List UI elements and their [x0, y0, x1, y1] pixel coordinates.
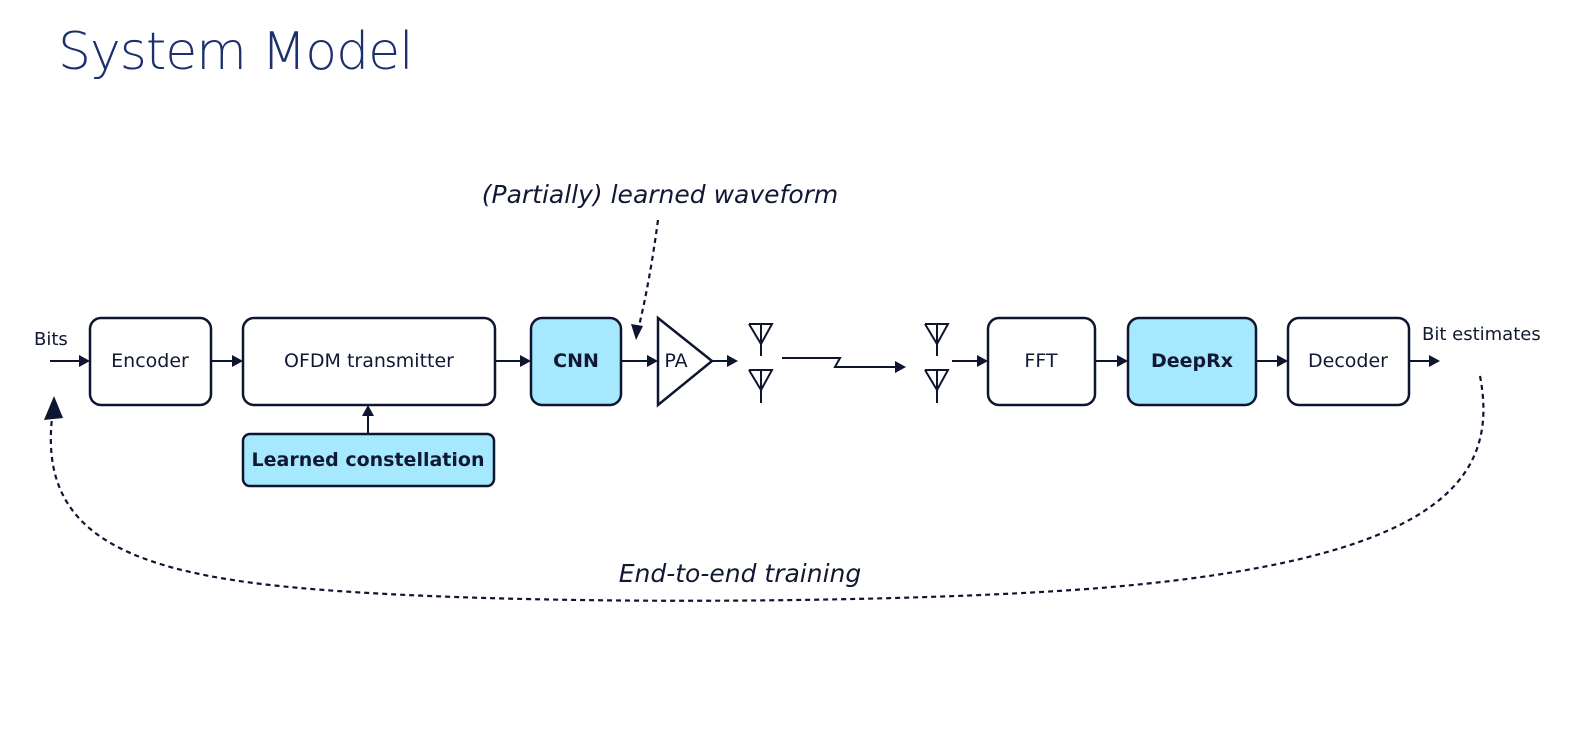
deeprx-block: DeepRx: [1126, 316, 1258, 407]
fft-label: FFT: [1024, 350, 1058, 372]
deeprx-label: DeepRx: [1151, 350, 1233, 372]
cnn-label: CNN: [553, 350, 599, 372]
ofdm-transmitter-label: OFDM transmitter: [284, 350, 454, 372]
encoder-block: Encoder: [88, 316, 213, 407]
waveform-annotation: (Partially) learned waveform: [482, 180, 839, 209]
learned-constellation-block: Learned constellation: [241, 432, 496, 488]
fft-block: FFT: [986, 316, 1097, 407]
bits-label: Bits: [34, 329, 68, 350]
waveform-pointer-arrow: [631, 219, 660, 340]
ofdm-transmitter-block: OFDM transmitter: [241, 316, 497, 407]
training-loop-arrow: [44, 375, 1485, 602]
decoder-label: Decoder: [1308, 350, 1388, 372]
decoder-block: Decoder: [1286, 316, 1411, 407]
pa-amplifier: PA: [656, 315, 714, 408]
wireless-channel: [782, 357, 906, 373]
encoder-label: Encoder: [111, 350, 189, 372]
cnn-block: CNN: [529, 316, 623, 407]
page-title: System Model: [58, 22, 414, 82]
learned-constellation-label: Learned constellation: [252, 449, 485, 471]
bit-estimates-label: Bit estimates: [1422, 324, 1541, 345]
training-annotation: End-to-end training: [619, 559, 862, 588]
tx-antenna-icon: [748, 323, 774, 403]
rx-antenna-icon: [924, 323, 950, 403]
pa-label: PA: [664, 350, 687, 372]
signal-arrows: [50, 355, 1440, 434]
